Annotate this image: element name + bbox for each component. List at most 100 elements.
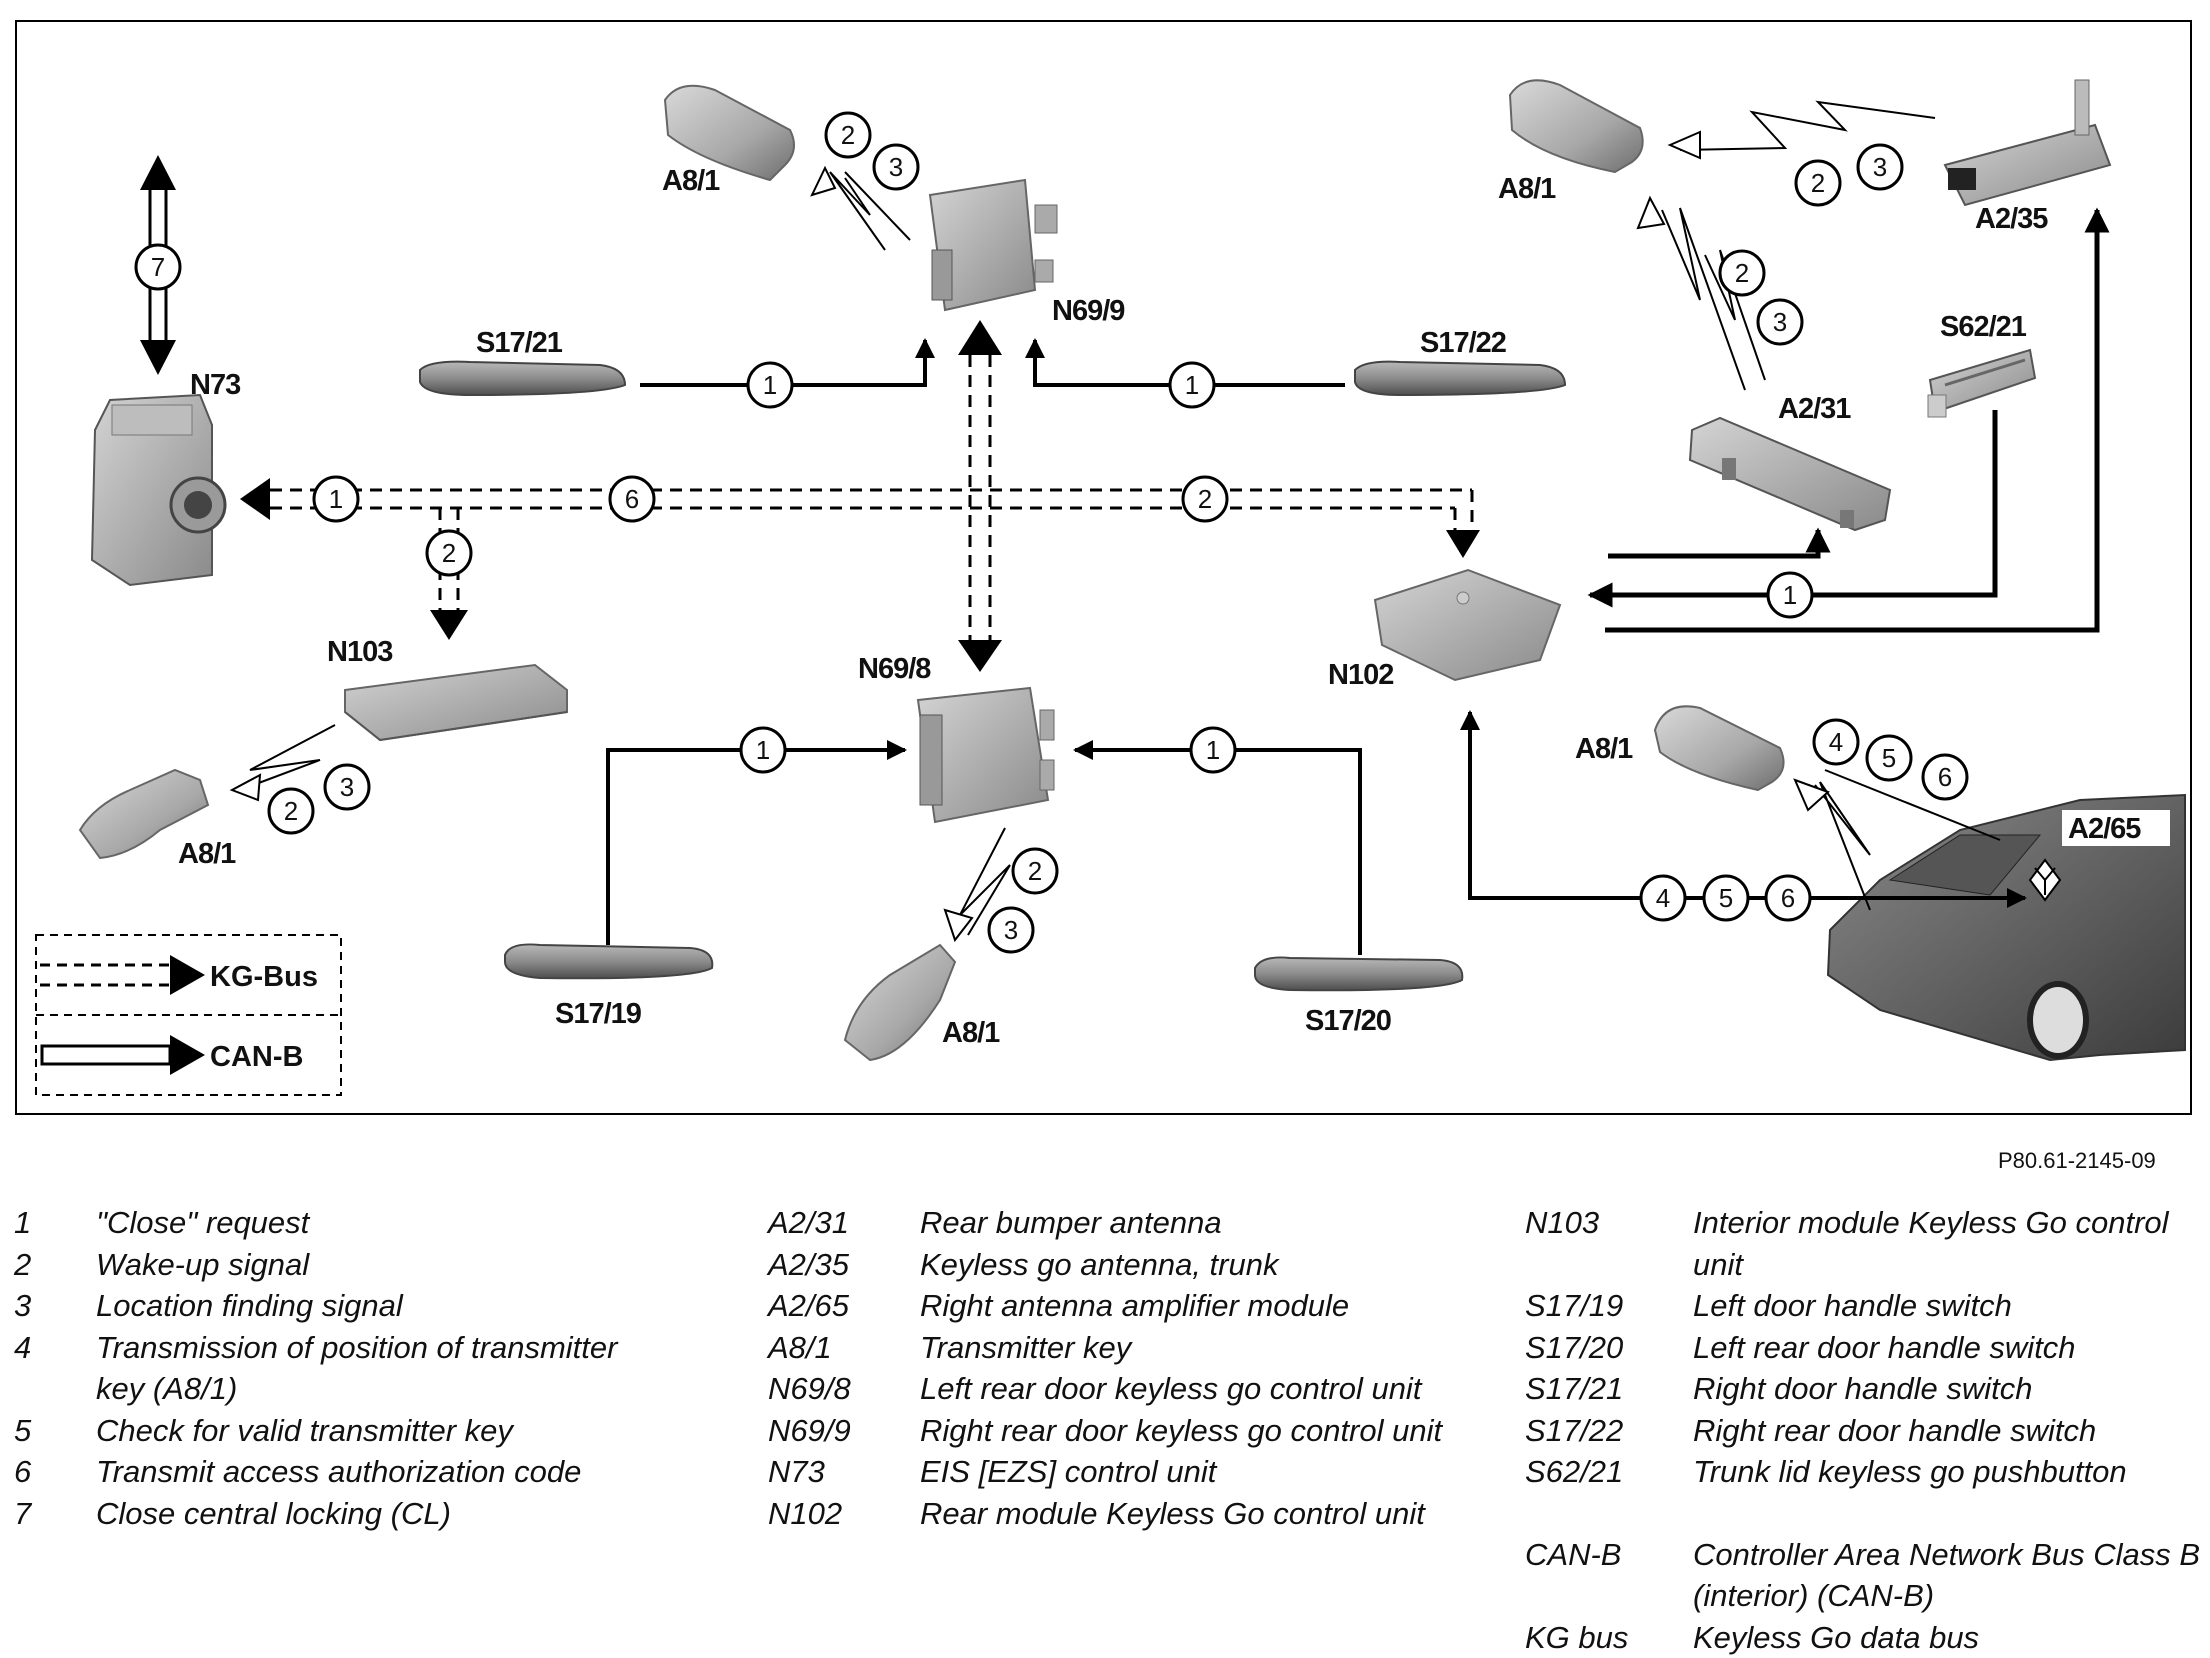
s17-19-door-handle-icon bbox=[505, 944, 712, 978]
label-a2-35: A2/35 bbox=[1975, 203, 2048, 235]
key-description: Check for valid transmitter key bbox=[96, 1410, 654, 1452]
label-n73: N73 bbox=[190, 369, 241, 401]
label-a8-1-right: A8/1 bbox=[1575, 733, 1633, 765]
key-code: S17/19 bbox=[1525, 1285, 1693, 1327]
s62-21-pushbutton-icon bbox=[1928, 350, 2035, 417]
svg-text:KG-Bus: KG-Bus bbox=[210, 961, 318, 993]
key-code: CAN-B bbox=[1525, 1534, 1693, 1617]
line-n102-to-a2-35 bbox=[1605, 210, 2097, 630]
signal-6: 6 bbox=[610, 477, 654, 521]
key-description: Close central locking (CL) bbox=[96, 1493, 654, 1535]
bus-legend: KG-Bus CAN-B bbox=[36, 935, 341, 1095]
signal-5: 5 bbox=[1867, 736, 1911, 780]
key-code: S62/21 bbox=[1525, 1451, 1693, 1493]
key-description: Left door handle switch bbox=[1693, 1285, 2205, 1327]
label-a2-31: A2/31 bbox=[1778, 393, 1851, 425]
key-description: Wake-up signal bbox=[96, 1244, 654, 1286]
key-description: Keyless Go data bus bbox=[1693, 1617, 2205, 1658]
key-description: "Close" request bbox=[96, 1202, 654, 1244]
line-n102-to-a2-31 bbox=[1608, 530, 1818, 556]
key-description: Right antenna amplifier module bbox=[920, 1285, 1488, 1327]
signal-3: 3 bbox=[325, 765, 369, 809]
svg-text:5: 5 bbox=[1882, 743, 1896, 773]
signal-1: 1 bbox=[1170, 363, 1214, 407]
signal-2: 2 bbox=[269, 789, 313, 833]
key-code: 4 bbox=[14, 1327, 96, 1410]
a2-31-antenna-icon bbox=[1690, 418, 1890, 530]
key-code: 1 bbox=[14, 1202, 96, 1244]
arrowhead-to-n73 bbox=[240, 478, 270, 520]
arrowhead-to-n102 bbox=[1446, 530, 1480, 558]
key-code: A8/1 bbox=[768, 1327, 920, 1369]
label-a8-1-bottom: A8/1 bbox=[942, 1017, 1000, 1049]
svg-text:2: 2 bbox=[1811, 168, 1825, 198]
svg-text:3: 3 bbox=[1773, 307, 1787, 337]
svg-text:6: 6 bbox=[1781, 883, 1795, 913]
signal-3: 3 bbox=[874, 145, 918, 189]
svg-text:1: 1 bbox=[1185, 370, 1199, 400]
signal-7: 7 bbox=[136, 245, 180, 289]
signal-6: 6 bbox=[1923, 755, 1967, 799]
s17-20-door-handle-icon bbox=[1255, 957, 1462, 990]
svg-text:1: 1 bbox=[756, 735, 770, 765]
arrowhead-to-n103 bbox=[430, 610, 468, 640]
n69-9-control-unit-icon bbox=[930, 180, 1057, 310]
svg-text:1: 1 bbox=[1783, 580, 1797, 610]
signal-1: 1 bbox=[748, 363, 792, 407]
svg-text:2: 2 bbox=[442, 538, 456, 568]
svg-text:7: 7 bbox=[151, 252, 165, 282]
line-s17-19-to-n69-8 bbox=[608, 750, 905, 945]
svg-text:1: 1 bbox=[763, 370, 777, 400]
key-description: EIS [EZS] control unit bbox=[920, 1451, 1488, 1493]
a8-1-transmitter-key-icon bbox=[1655, 706, 1784, 790]
key-code: 3 bbox=[14, 1285, 96, 1327]
key-description: Right rear door keyless go control unit bbox=[920, 1410, 1488, 1452]
key-description: Location finding signal bbox=[96, 1285, 654, 1327]
figure-id: P80.61-2145-09 bbox=[1998, 1148, 2156, 1174]
signal-4: 4 bbox=[1641, 876, 1685, 920]
signal-1: 1 bbox=[741, 728, 785, 772]
svg-text:5: 5 bbox=[1719, 883, 1733, 913]
label-s62-21: S62/21 bbox=[1940, 311, 2027, 343]
key-description: Transmission of position of transmitter … bbox=[96, 1327, 654, 1410]
line-s17-20-to-n69-8 bbox=[1075, 750, 1360, 955]
arrowhead-to-n69-8 bbox=[958, 640, 1002, 672]
n102-control-unit-icon bbox=[1375, 570, 1560, 680]
spacer bbox=[1525, 1493, 2205, 1534]
key-description: Transmit access authorization code bbox=[96, 1451, 654, 1493]
signal-2: 2 bbox=[1183, 477, 1227, 521]
key-code: S17/21 bbox=[1525, 1368, 1693, 1410]
svg-text:3: 3 bbox=[340, 772, 354, 802]
signal-1: 1 bbox=[1191, 728, 1235, 772]
n73-ezs-icon bbox=[92, 395, 225, 585]
svg-text:2: 2 bbox=[841, 120, 855, 150]
key-description: Transmitter key bbox=[920, 1327, 1488, 1369]
signal-3: 3 bbox=[1758, 300, 1802, 344]
kg-bus-main bbox=[270, 355, 1472, 640]
signal-2: 2 bbox=[427, 531, 471, 575]
key-code: N69/8 bbox=[768, 1368, 920, 1410]
svg-text:2: 2 bbox=[1198, 484, 1212, 514]
key-code: N103 bbox=[1525, 1202, 1693, 1285]
label-s17-21: S17/21 bbox=[476, 327, 563, 359]
svg-text:1: 1 bbox=[1206, 735, 1220, 765]
radio-signal-zigzags bbox=[240, 102, 2000, 935]
key-description: Rear module Keyless Go control unit bbox=[920, 1493, 1488, 1535]
svg-text:3: 3 bbox=[889, 152, 903, 182]
n103-control-unit-icon bbox=[345, 665, 567, 740]
svg-text:6: 6 bbox=[625, 484, 639, 514]
